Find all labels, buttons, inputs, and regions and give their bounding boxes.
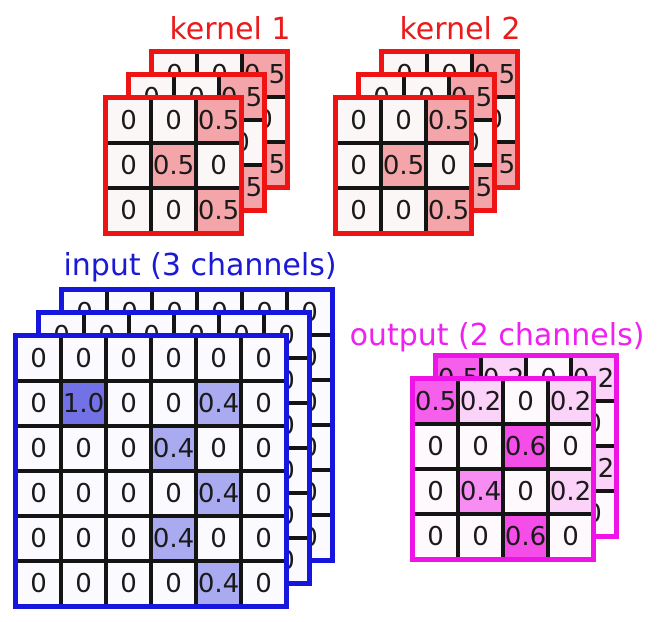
matrix-cell: 0.4	[198, 563, 239, 604]
matrix-cell: 0.4	[460, 471, 501, 512]
matrix-cell: 0.4	[153, 518, 194, 559]
matrix-cell: 0.4	[198, 473, 239, 514]
matrix-cell: 0	[243, 383, 284, 424]
matrix-cell: 0	[198, 145, 239, 186]
matrix-cell: 0	[18, 563, 59, 604]
matrix-cell: 0	[338, 190, 379, 231]
matrix-cell: 0	[243, 428, 284, 469]
matrix-cell: 0.2	[460, 381, 501, 422]
matrix-cell: 0	[550, 516, 591, 557]
matrix-cell: 0.6	[505, 426, 546, 467]
matrix-cell: 0	[243, 338, 284, 379]
matrix-cell: 0.6	[505, 516, 546, 557]
matrix-cell: 0	[460, 516, 501, 557]
matrix-cell: 0	[108, 145, 149, 186]
matrix-cell: 0	[63, 428, 104, 469]
matrix-cell: 0	[108, 383, 149, 424]
matrix-cell: 0	[108, 100, 149, 141]
matrix-cell: 0.5	[428, 100, 469, 141]
matrix-cell: 0.4	[153, 428, 194, 469]
matrix-cell: 0	[108, 190, 149, 231]
matrix-cell: 0	[505, 381, 546, 422]
matrix-cell: 0	[18, 473, 59, 514]
matrix-cell: 0	[108, 518, 149, 559]
matrix-cell: 0	[153, 100, 194, 141]
matrix-cell: 0	[18, 518, 59, 559]
matrix-cell: 0	[153, 190, 194, 231]
matrix-cell: 0	[63, 563, 104, 604]
matrix-cell: 0	[63, 518, 104, 559]
matrix-cell: 0	[383, 190, 424, 231]
matrix-cell: 0	[153, 563, 194, 604]
matrix-cell: 1.0	[63, 383, 104, 424]
matrix-cell: 0.5	[153, 145, 194, 186]
matrix-cell: 0	[18, 428, 59, 469]
matrix-cell: 0	[108, 428, 149, 469]
matrix-cell: 0.5	[383, 145, 424, 186]
matrix-cell: 0	[550, 426, 591, 467]
matrix-cell: 0.5	[198, 190, 239, 231]
matrix-cell: 0	[153, 473, 194, 514]
matrix-cell: 0.5	[198, 100, 239, 141]
matrix-cell: 0.5	[415, 381, 456, 422]
matrix-cell: 0	[428, 145, 469, 186]
matrix-cell: 0.2	[550, 381, 591, 422]
matrix-cell: 0	[338, 145, 379, 186]
kernel2-title: kernel 2	[399, 12, 521, 47]
matrix-cell: 0	[63, 473, 104, 514]
matrix-cell: 0	[108, 563, 149, 604]
matrix-cell: 0.2	[550, 471, 591, 512]
matrix-cell: 0	[198, 338, 239, 379]
matrix-cell: 0	[108, 338, 149, 379]
kernel1-title: kernel 1	[169, 12, 291, 47]
matrix-cell: 0	[415, 426, 456, 467]
matrix-cell: 0	[18, 383, 59, 424]
output-title: output (2 channels)	[349, 318, 645, 353]
matrix-cell: 0	[153, 383, 194, 424]
matrix-cell: 0	[198, 428, 239, 469]
matrix-cell: 0.4	[198, 383, 239, 424]
matrix-cell: 0	[415, 471, 456, 512]
matrix-cell: 0	[460, 426, 501, 467]
matrix-cell: 0	[415, 516, 456, 557]
matrix-cell: 0	[153, 338, 194, 379]
matrix-cell: 0	[338, 100, 379, 141]
matrix-cell: 0	[18, 338, 59, 379]
input-title: input (3 channels)	[63, 248, 337, 283]
matrix-cell: 0.5	[428, 190, 469, 231]
matrix-cell: 0	[505, 471, 546, 512]
matrix-cell: 0	[243, 563, 284, 604]
matrix-cell: 0	[198, 518, 239, 559]
matrix-cell: 0	[243, 473, 284, 514]
matrix-cell: 0	[383, 100, 424, 141]
matrix-cell: 0	[108, 473, 149, 514]
matrix-cell: 0	[63, 338, 104, 379]
matrix-cell: 0	[243, 518, 284, 559]
